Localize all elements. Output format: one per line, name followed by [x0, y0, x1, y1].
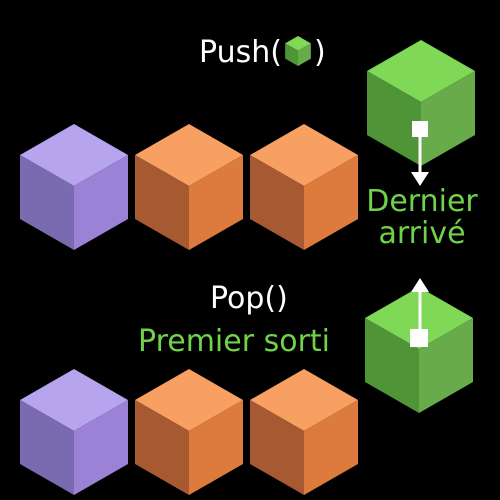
push-prefix: Push( — [199, 35, 282, 70]
bottom-orange-cube-1 — [135, 369, 243, 495]
pop-label: Pop() — [210, 281, 288, 316]
bottom-orange-cube-2 — [250, 369, 358, 495]
last-in-label: Dernier arrivé — [366, 184, 478, 252]
bottom-stack — [20, 369, 358, 495]
green-cube-icon — [282, 36, 314, 66]
push-suffix: ) — [313, 35, 326, 70]
top-purple-cube — [20, 124, 128, 250]
push-arrow — [411, 121, 429, 186]
first-out-label: Premier sorti — [138, 324, 330, 359]
bottom-purple-cube — [20, 369, 128, 495]
top-orange-cube-2 — [250, 124, 358, 250]
pop-arrow — [410, 278, 429, 347]
push-label: Push() — [199, 36, 326, 68]
top-orange-cube-1 — [135, 124, 243, 250]
top-stack — [20, 124, 358, 250]
